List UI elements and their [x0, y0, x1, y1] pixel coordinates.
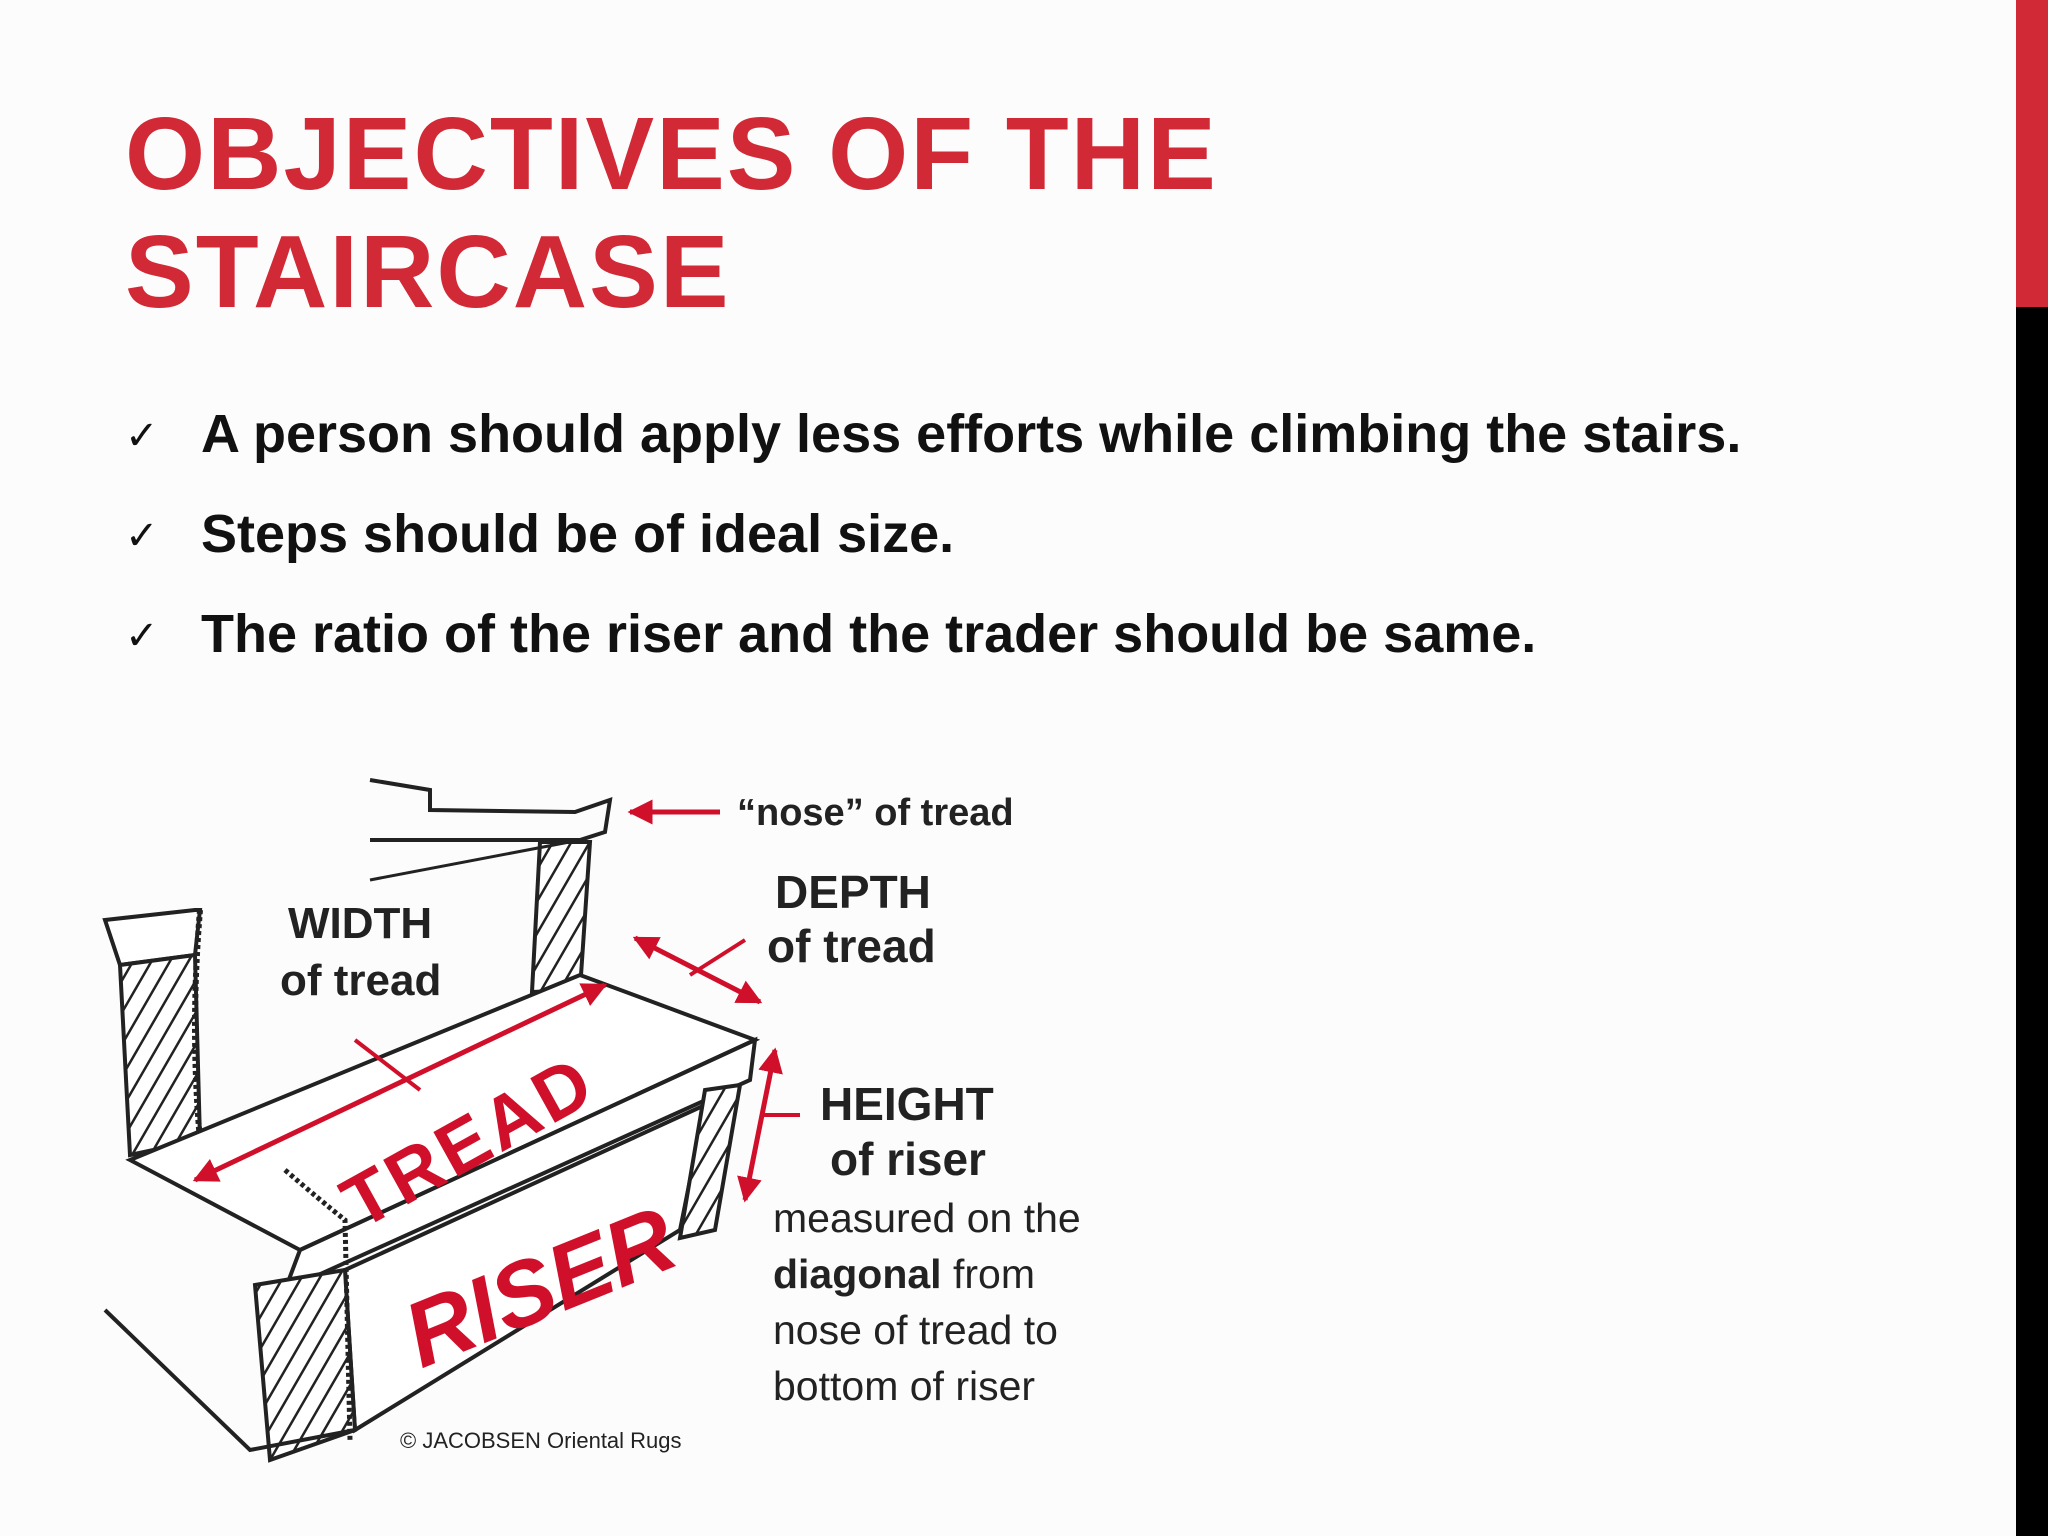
- width-label-1: WIDTH: [288, 899, 432, 948]
- slide-title: OBJECTIVES OF THE STAIRCASE: [125, 95, 1725, 331]
- depth-label-1: DEPTH: [775, 866, 931, 918]
- riser-side-hatch: [677, 1082, 743, 1241]
- slide-title-line-2: STAIRCASE: [125, 214, 731, 329]
- checkmark-icon: ✓: [125, 413, 159, 459]
- accent-bar-black: [2016, 307, 2048, 1536]
- staircase-diagram: TREAD RISER “nose” of tread DEPTH of tre…: [102, 778, 1081, 1463]
- width-arrow: [192, 982, 608, 1183]
- objectives-list: ✓ A person should apply less efforts whi…: [125, 400, 1745, 700]
- measure-line-1: measured on the: [773, 1195, 1081, 1241]
- checkmark-icon: ✓: [125, 613, 159, 659]
- measure-bold: diagonal: [773, 1251, 942, 1297]
- bullet-text: Steps should be of ideal size.: [201, 504, 955, 564]
- bullet-text: The ratio of the riser and the trader sh…: [201, 604, 1537, 664]
- width-pointer: [353, 1038, 422, 1092]
- height-label-1: HEIGHT: [820, 1078, 994, 1130]
- left-stair-edge: [102, 908, 203, 1158]
- depth-label-2: of tread: [767, 920, 936, 972]
- height-label-2: of riser: [830, 1133, 986, 1185]
- depth-pointer: [688, 938, 747, 977]
- height-arrow: [737, 1047, 783, 1203]
- width-label-2: of tread: [280, 956, 441, 1005]
- slide-title-line-1: OBJECTIVES OF THE: [125, 96, 1218, 211]
- list-item: ✓ Steps should be of ideal size.: [125, 500, 1745, 568]
- list-item: ✓ The ratio of the riser and the trader …: [125, 600, 1745, 668]
- list-item: ✓ A person should apply less efforts whi…: [125, 400, 1745, 468]
- checkmark-icon: ✓: [125, 513, 159, 559]
- measure-line-2: diagonal from: [773, 1251, 1035, 1297]
- copyright-text: © JACOBSEN Oriental Rugs: [400, 1428, 682, 1453]
- nose-label: “nose” of tread: [737, 792, 1014, 834]
- accent-bar-red: [2016, 0, 2048, 307]
- floor-line: [103, 1308, 356, 1453]
- bullet-text: A person should apply less efforts while…: [201, 404, 1742, 464]
- measure-line-4: bottom of riser: [773, 1363, 1035, 1409]
- measure-line-3: nose of tread to: [773, 1307, 1058, 1353]
- measure-line-2-rest: from: [942, 1251, 1035, 1297]
